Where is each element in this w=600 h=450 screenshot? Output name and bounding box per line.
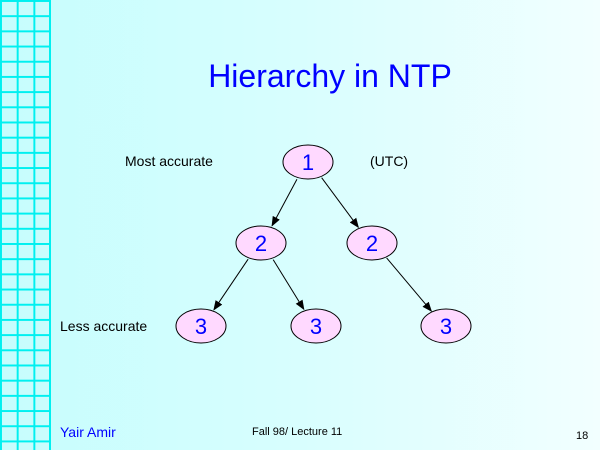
edge-arrow-n2b-n3c <box>386 257 433 312</box>
node-ellipse <box>346 225 398 261</box>
slide-title: Hierarchy in NTP <box>208 58 452 94</box>
node-label: 2 <box>255 231 267 256</box>
node-label: 1 <box>302 150 314 175</box>
less-accurate-label: Less accurate <box>60 318 148 334</box>
edge-arrow-n1-n2b <box>321 177 359 229</box>
node-n3b: 3 <box>290 308 342 344</box>
edge-arrow-n2a-n3a <box>213 258 249 311</box>
node-ellipse <box>282 144 334 180</box>
node-n2a: 2 <box>235 225 287 261</box>
page-number: 18 <box>576 430 589 442</box>
edge-arrow-n1-n2a <box>271 179 298 227</box>
decorative-grid <box>0 0 51 450</box>
node-label: 2 <box>366 231 378 256</box>
node-n3c: 3 <box>420 308 472 344</box>
node-n2b: 2 <box>346 225 398 261</box>
node-label: 3 <box>440 314 452 339</box>
node-ellipse <box>235 225 287 261</box>
footer-course: Fall 98/ Lecture 11 <box>252 426 343 438</box>
node-ellipse <box>175 308 227 344</box>
utc-label: (UTC) <box>370 153 409 169</box>
node-ellipse <box>420 308 472 344</box>
node-label: 3 <box>310 314 322 339</box>
node-n3a: 3 <box>175 308 227 344</box>
edge-arrow-n2a-n3b <box>272 259 305 311</box>
node-n1: 1 <box>282 144 334 180</box>
node-label: 3 <box>195 314 207 339</box>
node-ellipse <box>290 308 342 344</box>
most-accurate-label: Most accurate <box>125 153 213 169</box>
footer-author: Yair Amir <box>60 424 116 440</box>
